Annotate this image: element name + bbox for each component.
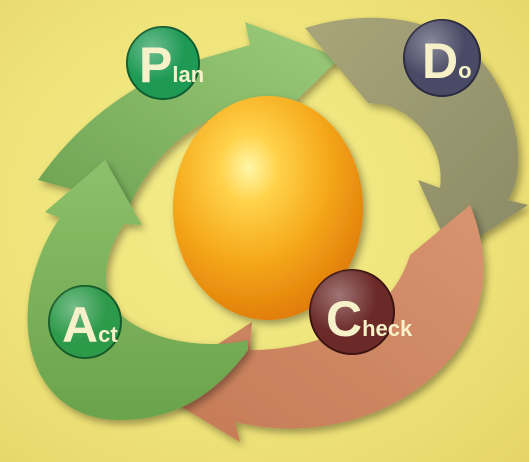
check-arrow xyxy=(150,205,484,442)
check-initial: C xyxy=(326,291,362,347)
plan-rest: lan xyxy=(172,62,204,87)
plan-badge: Plan xyxy=(126,26,204,100)
svg-text:Check: Check xyxy=(326,291,413,347)
do-initial: D xyxy=(422,33,458,89)
check-badge: Check xyxy=(309,269,413,355)
plan-arrow xyxy=(38,22,340,205)
act-initial: A xyxy=(62,297,98,353)
act-rest: ct xyxy=(98,322,118,347)
act-badge: Act xyxy=(48,285,122,359)
center-sphere xyxy=(173,96,363,320)
svg-text:Act: Act xyxy=(62,297,118,353)
plan-initial: P xyxy=(139,37,172,93)
do-badge: Do xyxy=(403,19,481,97)
svg-text:Do: Do xyxy=(422,33,472,89)
check-rest: heck xyxy=(362,316,413,341)
svg-text:Plan: Plan xyxy=(139,37,204,93)
do-rest: o xyxy=(458,58,471,83)
